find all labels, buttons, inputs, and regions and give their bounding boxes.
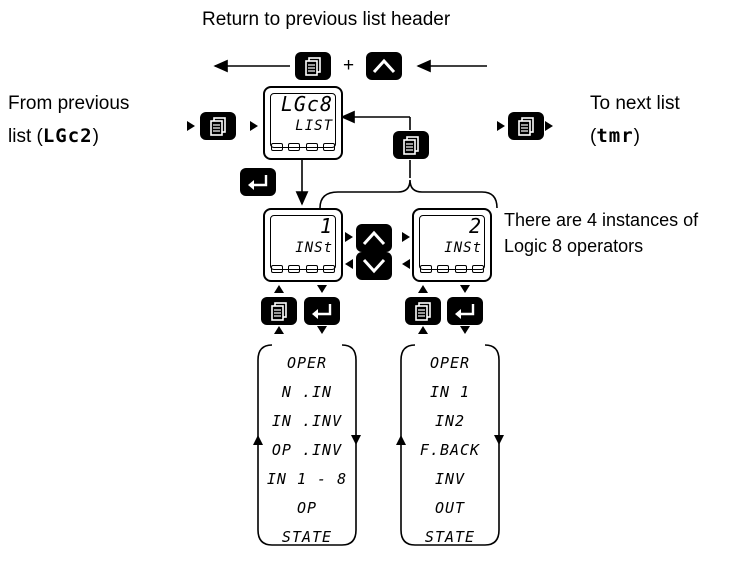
next-prefix: (	[590, 126, 597, 147]
return-header-label: Return to previous list header	[202, 9, 451, 30]
connector-lines	[187, 59, 553, 546]
page-key-icon	[415, 302, 431, 321]
page-key-icon	[271, 302, 287, 321]
main-display: LGc8 LIST	[263, 86, 343, 160]
list-item[interactable]: IN 1 - 8	[266, 470, 348, 488]
list-item[interactable]: OP .INV	[271, 441, 343, 459]
instances-note-line1: There are 4 instances of	[504, 210, 699, 230]
instance-1-display: 1 INSt	[263, 208, 343, 282]
display-buttons	[271, 265, 335, 275]
list-item[interactable]: STATE	[281, 528, 333, 546]
display-line2: INSt	[444, 240, 482, 256]
enter-key-main[interactable]	[240, 168, 276, 196]
page-key-icon	[403, 136, 419, 155]
list-item[interactable]: STATE	[424, 528, 476, 546]
to-next-list-label: To next list	[590, 93, 680, 114]
page-key-icon	[305, 57, 321, 76]
display-screen	[270, 93, 336, 148]
up-arrow-key-icon	[362, 230, 386, 246]
display-line2: LIST	[295, 118, 333, 134]
list-item[interactable]: INV	[434, 470, 466, 488]
page-key-loop[interactable]	[393, 131, 429, 159]
list-item[interactable]: IN 1	[429, 383, 471, 401]
display-buttons	[271, 143, 335, 153]
next-suffix: )	[633, 126, 640, 147]
next-list-code: tmr	[596, 125, 634, 147]
page-key-right[interactable]	[508, 112, 544, 140]
page-key-inst1[interactable]	[261, 297, 297, 325]
list-prefix: list (	[8, 126, 43, 147]
list-item[interactable]: F.BACK	[419, 441, 481, 459]
up-key-instances[interactable]	[356, 224, 392, 252]
display-screen	[270, 215, 336, 270]
page-key-left[interactable]	[200, 112, 236, 140]
list-suffix: )	[92, 126, 99, 147]
plus-sign: +	[343, 55, 355, 76]
down-key-instances[interactable]	[356, 252, 392, 280]
list-item[interactable]: OP	[296, 499, 318, 517]
enter-key-icon	[248, 175, 268, 190]
page-key-icon	[210, 117, 226, 136]
display-line1: 1	[319, 214, 333, 238]
list-item[interactable]: IN2	[434, 412, 466, 430]
to-next-list-line: (tmr)	[590, 124, 640, 149]
display-line1: 2	[468, 214, 482, 238]
display-line2: INSt	[295, 240, 333, 256]
display-line1: LGc8	[280, 92, 333, 116]
enter-key-inst1[interactable]	[304, 297, 340, 325]
display-screen	[419, 215, 485, 270]
list-item[interactable]: OPER	[286, 354, 328, 372]
from-previous-label: From previous	[8, 93, 130, 114]
page-key-icon	[518, 117, 534, 136]
list-item[interactable]: OPER	[429, 354, 471, 372]
page-key-inst2[interactable]	[405, 297, 441, 325]
down-arrow-key-icon	[362, 258, 386, 274]
enter-key-inst2[interactable]	[447, 297, 483, 325]
list-item[interactable]: N .IN	[281, 383, 333, 401]
instance-2-display: 2 INSt	[412, 208, 492, 282]
up-key-top[interactable]	[366, 52, 402, 80]
list-item[interactable]: OUT	[434, 499, 466, 517]
parameter-list-1: OPER N .IN IN .INV OP .INV IN 1 - 8 OP S…	[260, 348, 354, 572]
prev-list-code: LGc2	[42, 125, 93, 147]
enter-key-icon	[312, 304, 332, 319]
page-key-top[interactable]	[295, 52, 331, 80]
up-arrow-key-icon	[372, 58, 396, 74]
list-item[interactable]: IN .INV	[271, 412, 343, 430]
from-previous-list-line: list (LGc2)	[8, 124, 99, 149]
enter-key-icon	[455, 304, 475, 319]
instances-note-line2: Logic 8 operators	[504, 236, 644, 256]
display-buttons	[420, 265, 484, 275]
parameter-list-2: OPER IN 1 IN2 F.BACK INV OUT STATE	[403, 348, 497, 572]
